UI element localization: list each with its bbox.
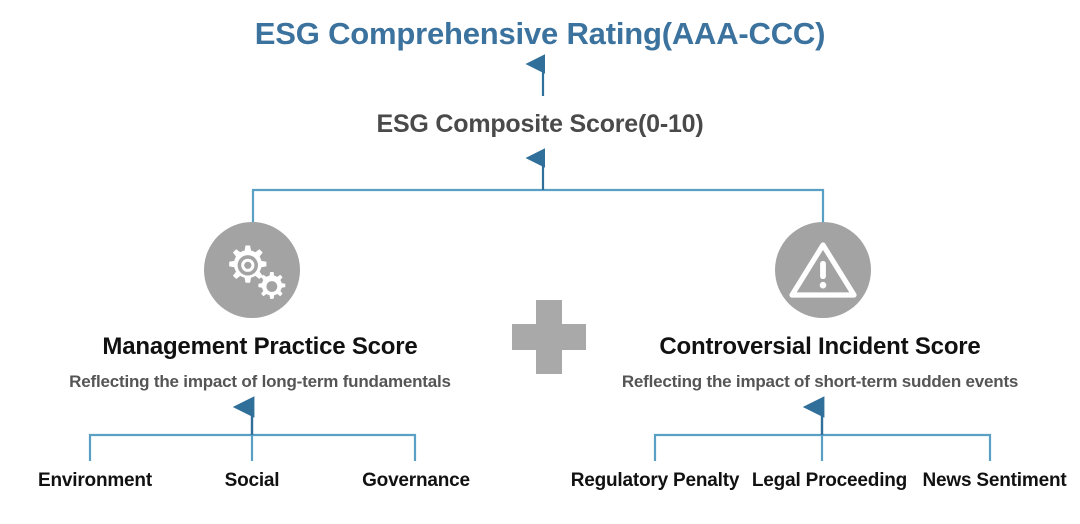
leaf-governance: Governance: [362, 470, 470, 491]
page-title: ESG Comprehensive Rating(AAA-CCC): [254, 16, 826, 51]
composite-score-label: ESG Composite Score(0-10): [376, 110, 704, 138]
leaf-environment: Environment: [38, 470, 152, 491]
leaf-regulatory-penalty: Regulatory Penalty: [570, 470, 740, 491]
bracket-left-leaves: [88, 433, 417, 461]
bracket-branches-to-composite: [251, 188, 825, 224]
leaf-news-sentiment: News Sentiment: [922, 470, 1067, 491]
gears-icon: [204, 222, 300, 318]
plus-sign-icon: [512, 300, 586, 374]
bracket-right-leaves: [653, 433, 992, 461]
leaf-legal-proceeding: Legal Proceeding: [751, 470, 908, 491]
leaf-social: Social: [224, 470, 280, 491]
branch-title-controversial-incident: Controversial Incident Score: [659, 333, 981, 360]
gears-icon-glyph: [229, 245, 286, 299]
branch-subtitle-controversial-incident: Reflecting the impact of short-term sudd…: [621, 372, 1019, 391]
branch-title-management-practice: Management Practice Score: [102, 333, 418, 360]
branch-subtitle-management-practice: Reflecting the impact of long-term funda…: [69, 372, 451, 391]
warning-triangle-icon: [775, 222, 871, 318]
warning-triangle-glyph: [789, 242, 857, 298]
